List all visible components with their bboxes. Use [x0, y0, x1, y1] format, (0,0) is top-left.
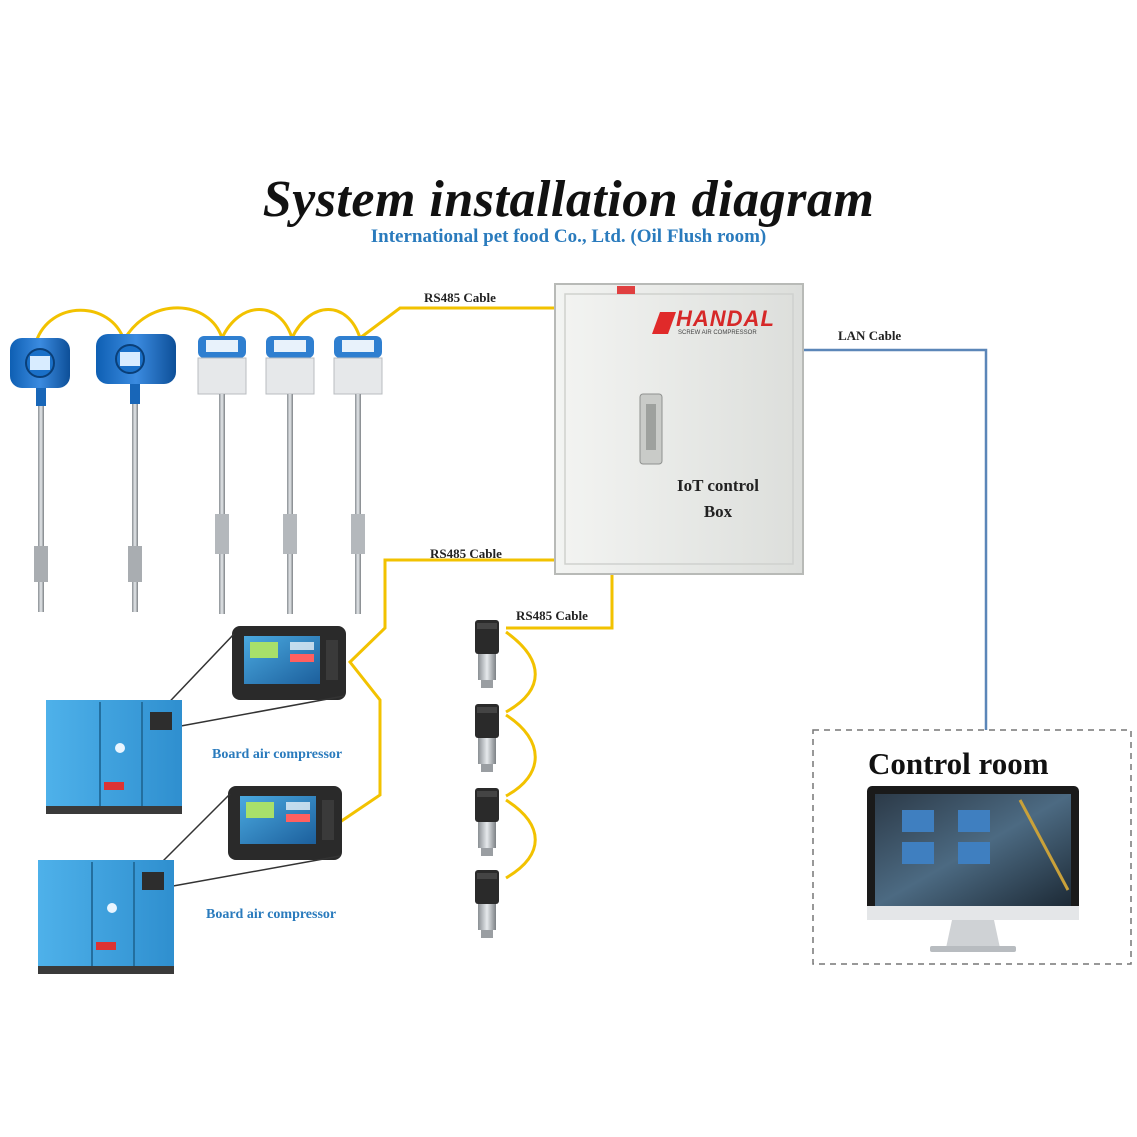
rs485-cable-label-low: RS485 Cable — [516, 608, 588, 623]
lan-cable — [802, 348, 988, 730]
flow-meter-icon — [96, 334, 176, 612]
pressure-transmitter-icon — [475, 620, 499, 688]
diagram-title: System installation diagram — [262, 171, 875, 228]
rs485-cable-mid — [339, 558, 560, 824]
handal-tagline: SCREW AIR COMPRESSOR — [678, 330, 757, 336]
control-cabinet-icon — [554, 283, 804, 575]
pressure-transmitter-icon — [475, 704, 499, 772]
handal-logo: HANDAL — [676, 306, 775, 331]
air-compressor-icon — [46, 700, 182, 814]
temperature-sensor-icon — [333, 336, 383, 614]
control-room-label: Control room — [868, 746, 1049, 781]
temperature-sensor-icon — [265, 336, 315, 614]
temperature-sensor-icon — [197, 336, 247, 614]
diagram-subtitle: International pet food Co., Ltd. (Oil Fl… — [370, 226, 767, 247]
rs485-cable-top — [34, 306, 555, 343]
lan-cable-label: LAN Cable — [838, 328, 902, 343]
rs485-cable-label-mid: RS485 Cable — [430, 546, 502, 561]
rs485-cable-label-top: RS485 Cable — [424, 290, 496, 305]
compressor-label-1: Board air compressor — [212, 747, 343, 762]
rs485-cable-low — [505, 570, 614, 880]
hmi-touchscreen-icon — [228, 786, 342, 860]
control-room-frame — [812, 729, 1132, 965]
hmi-touchscreen-icon — [232, 626, 346, 700]
flow-meter-icon — [10, 338, 70, 612]
iot-box-label-line2: Box — [703, 502, 733, 521]
air-compressor-icon — [38, 860, 174, 974]
pressure-transmitter-icon — [475, 870, 499, 938]
iot-box-label-line1: IoT control — [676, 476, 760, 495]
monitor-icon — [867, 786, 1079, 952]
compressor-label-2: Board air compressor — [206, 907, 337, 922]
pressure-transmitter-icon — [475, 788, 499, 856]
